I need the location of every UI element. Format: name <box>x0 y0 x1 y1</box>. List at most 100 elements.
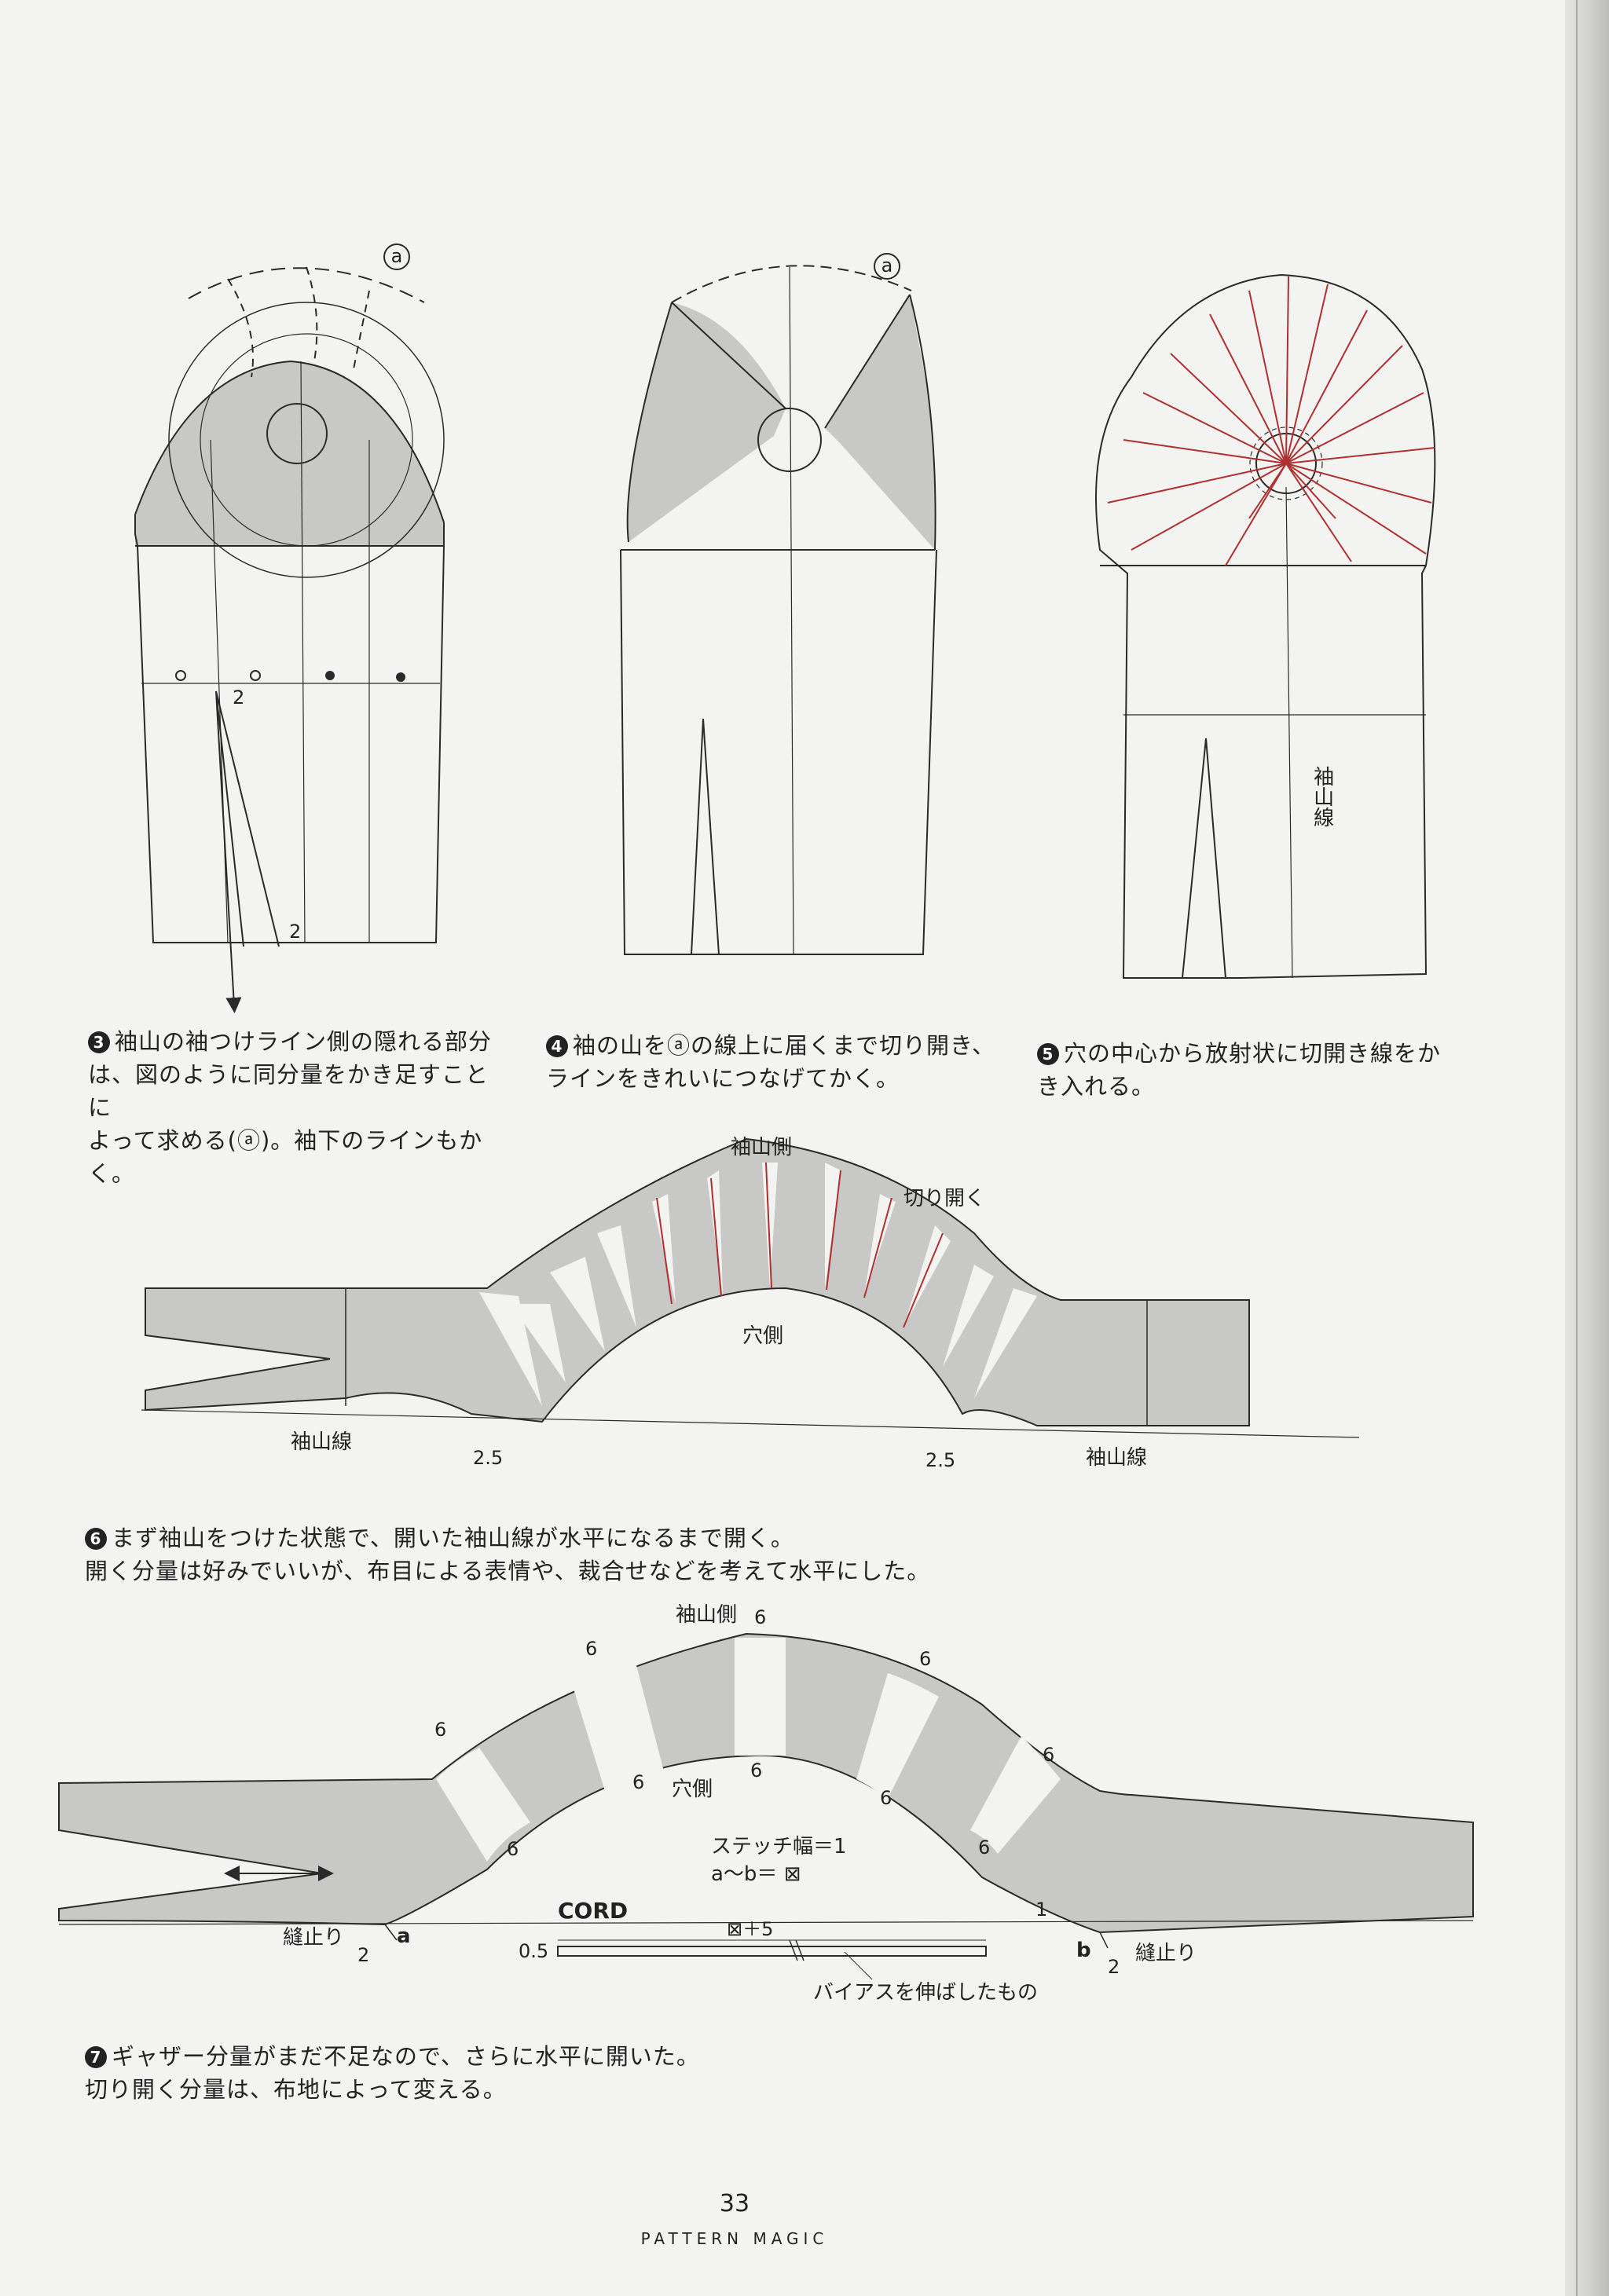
fig7-num-6-top: 6 <box>754 1606 767 1628</box>
fig3-arrow <box>215 690 242 1013</box>
fig6-wedges <box>479 1163 1037 1406</box>
fig7-ana-side: 穴側 <box>672 1778 713 1801</box>
fig3-num-2-bottom: 2 <box>289 921 302 943</box>
caption-6-line-2: 開く分量は好みでいいが、布目による表情や、裁合せなどを考えて水平にした。 <box>85 1558 931 1584</box>
fig7-corner-a <box>384 1924 398 1941</box>
cord-length: ⊠＋5 <box>727 1918 774 1940</box>
figure-7-opened <box>58 1632 1474 1949</box>
fig5-cut-line <box>1285 447 1435 464</box>
fig4-inner-v <box>671 294 911 429</box>
fig7-shape <box>58 1632 1474 1934</box>
fig7-nuidome-right: 縫止り <box>1135 1942 1197 1965</box>
cord-width: 0.5 <box>519 1940 549 1962</box>
fig6-red-cuts <box>656 1162 944 1328</box>
fig6-kiri-hiraku: 切り開く <box>903 1187 986 1210</box>
fig7-num-1: 1 <box>1035 1899 1048 1921</box>
fig3-markers <box>175 670 405 682</box>
fig5-radial-cuts <box>1107 276 1435 566</box>
fig4-body <box>620 549 937 955</box>
fig7-point-a: a <box>397 1924 411 1948</box>
fig3-arc-a <box>188 267 425 303</box>
fig3-hole <box>266 403 328 464</box>
caption-5-line-1: 穴の中心から放射状に切開き線をか <box>1064 1040 1442 1067</box>
fig7-hline <box>58 1920 1474 1925</box>
fig7-nuidome-left: 縫止り <box>283 1926 345 1950</box>
fig5-cut-line <box>1225 463 1287 566</box>
cord-diagram <box>557 1939 987 1980</box>
fig5-cut-line <box>1285 309 1368 464</box>
fig4-grey-right <box>825 295 936 550</box>
book-gutter <box>1565 0 1609 2296</box>
fig5-sodeyama-sen: 袖山線 <box>1310 766 1334 827</box>
fig3-cap-outline <box>134 360 445 523</box>
cord-break <box>789 1939 804 1961</box>
caption-7-number: 7 <box>85 2046 107 2068</box>
fig5-cut-line <box>1131 463 1287 551</box>
fig5-cut-line <box>1123 439 1287 464</box>
cord-title: CORD <box>558 1898 629 1924</box>
fig4-dart <box>691 718 720 955</box>
fig7-num-2-right: 2 <box>1108 1956 1120 1978</box>
fig4-outline <box>626 294 936 551</box>
fig5-outline <box>1095 273 1436 979</box>
fig4-a-mark: a <box>874 253 900 280</box>
book-title: PATTERN MAGIC <box>640 2229 829 2248</box>
fig7-corner-b <box>1099 1932 1109 1949</box>
fig3-body <box>134 514 445 943</box>
figure-6-opened <box>141 1137 1360 1438</box>
caption-4-line-1: 袖の山をⓐの線上に届くまで切り開き、 <box>573 1032 995 1059</box>
caption-7-line-2: 切り開く分量は、布地によって変える。 <box>85 2076 507 2103</box>
caption-5-line-2: き入れる。 <box>1037 1073 1156 1100</box>
caption-3-number: 3 <box>88 1031 110 1053</box>
fig5-cut-line <box>1107 463 1287 504</box>
fig4-center <box>789 266 794 955</box>
cord-strip <box>557 1946 987 1957</box>
caption-4-line-2: ラインをきれいにつなげてかく。 <box>546 1065 900 1092</box>
fig5-cut-line <box>1285 463 1432 504</box>
fig5-cut-line <box>1170 353 1287 464</box>
fig7-num-2-left: 2 <box>357 1944 370 1966</box>
caption-3-line-1: 袖山の袖つけライン側の隠れる部分 <box>115 1028 493 1055</box>
fig5-dart <box>1182 738 1226 979</box>
fig7-num-6-d: 6 <box>1043 1744 1055 1766</box>
caption-3-line-2: は、図のように同分量をかき足すことに <box>88 1061 489 1121</box>
caption-6-line-1: まず袖山をつけた状態で、開いた袖山線が水平になるまで開く。 <box>112 1525 794 1551</box>
cord-note-leader <box>844 1951 873 1980</box>
fig7-num-6-e: 6 <box>632 1771 645 1793</box>
fig3-circle-large <box>168 302 445 578</box>
fig6-shape <box>145 1137 1250 1426</box>
fig5-cut-line <box>1285 284 1329 464</box>
fig6-sodeyama-sen-right: 袖山線 <box>1086 1446 1148 1470</box>
fig3-a-mark: a <box>383 244 410 270</box>
fig6-num-2-5-left: 2.5 <box>473 1447 504 1469</box>
gutter-fold <box>1576 0 1578 2296</box>
fig5-cut-line <box>1285 463 1427 555</box>
fig5-hole-dash <box>1249 427 1323 500</box>
fig7-sodeyama-side: 袖山側 <box>676 1603 738 1627</box>
caption-4-number: 4 <box>546 1035 568 1057</box>
fig7-a-to-b: a〜b＝ ⊠ <box>711 1862 801 1886</box>
fig3-dash-3 <box>353 290 370 370</box>
figure-3-sleeve <box>134 266 445 1013</box>
fig7-stitch-width: ステッチ幅＝1 <box>711 1835 847 1858</box>
caption-3-line-3: よって求める(ⓐ)。袖下のラインもかく。 <box>88 1127 483 1187</box>
fig5-cut-line <box>1209 313 1287 464</box>
fig5-cut-line <box>1248 290 1287 464</box>
fig3-dash-1 <box>227 278 254 378</box>
caption-5-number: 5 <box>1037 1043 1059 1065</box>
fig6-num-2-5-right: 2.5 <box>925 1449 956 1471</box>
page-number: 33 <box>719 2190 750 2217</box>
fig7-num-6-a: 6 <box>585 1638 598 1660</box>
fig7-num-6-g: 6 <box>880 1787 892 1809</box>
caption-6-number: 6 <box>85 1528 107 1550</box>
fig7-num-6-c: 6 <box>434 1719 447 1741</box>
fig3-dart <box>215 690 280 947</box>
fig5-center <box>1285 486 1293 979</box>
fig6-sodeyama-side: 袖山側 <box>731 1136 793 1159</box>
fig3-center <box>300 361 306 943</box>
fig7-num-6-i: 6 <box>978 1836 991 1858</box>
